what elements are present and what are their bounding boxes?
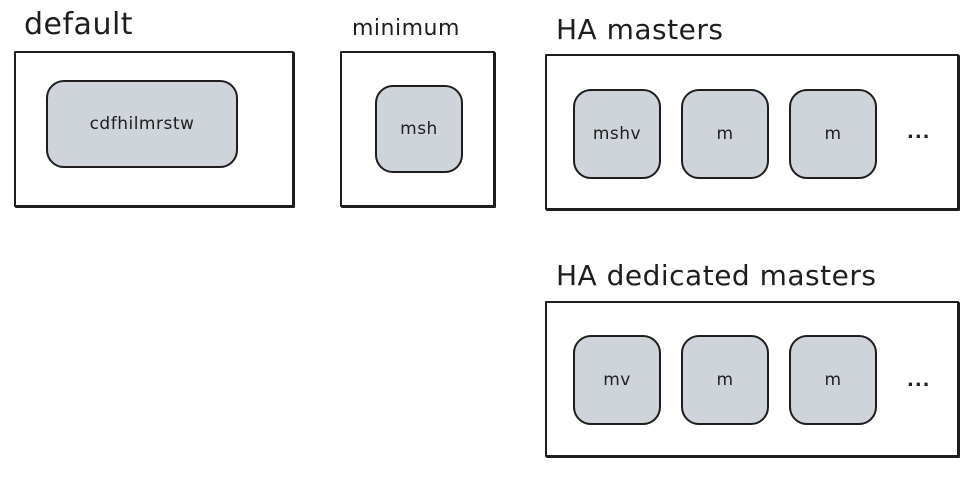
minimum-node: msh <box>375 85 463 173</box>
ha-dedicated-masters-ellipsis: ... <box>907 370 931 391</box>
ha-masters-node-3: m <box>789 89 877 179</box>
minimum-frame <box>340 51 495 207</box>
minimum-title: minimum <box>352 16 460 41</box>
ha-masters-title: HA masters <box>556 13 724 46</box>
ha-dedicated-masters-node-3: m <box>789 335 877 425</box>
default-title: default <box>24 7 134 42</box>
ha-dedicated-masters-node-1: mv <box>573 335 661 425</box>
default-frame <box>14 51 294 207</box>
ha-dedicated-masters-node-2: m <box>681 335 769 425</box>
ha-dedicated-masters-frame <box>545 301 959 457</box>
default-node: cdfhilmrstw <box>46 80 238 168</box>
ha-dedicated-masters-title: HA dedicated masters <box>556 259 877 292</box>
ha-masters-node-2: m <box>681 89 769 179</box>
ha-masters-ellipsis: ... <box>907 122 931 143</box>
ha-masters-frame <box>545 54 959 210</box>
ha-masters-node-1: mshv <box>573 89 661 179</box>
